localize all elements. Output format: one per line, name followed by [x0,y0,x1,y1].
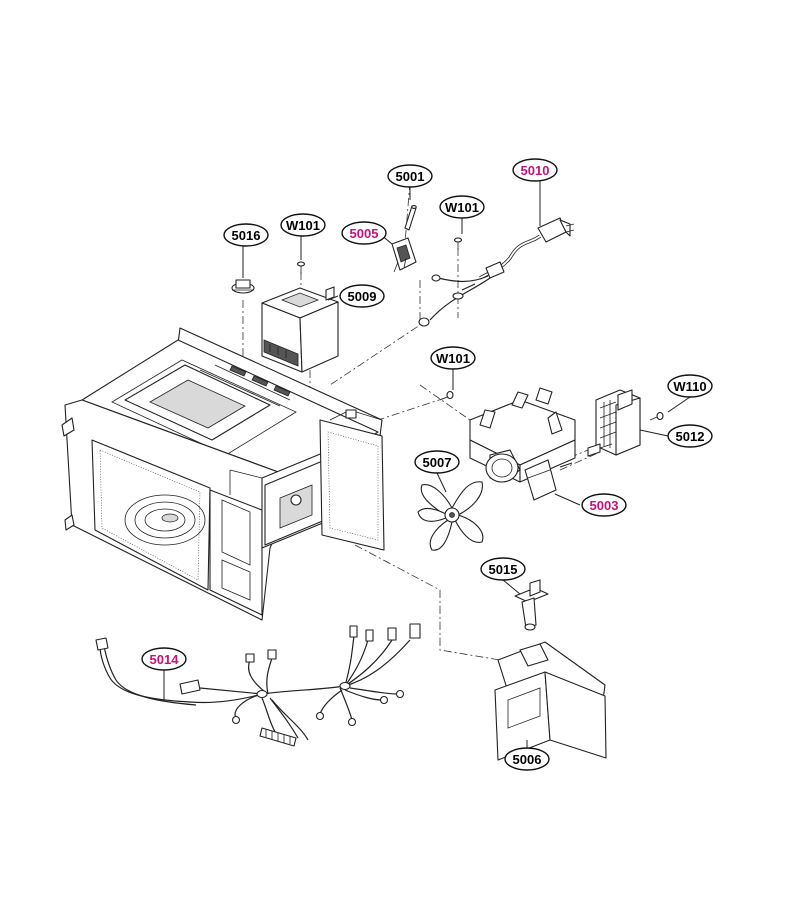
callout-5016: 5016 [223,223,269,247]
part-5010-power-cord [418,217,575,327]
callout-5003-text: 5003 [590,498,619,513]
screw-w101-b [453,237,463,250]
callout-5012: 5012 [667,424,713,448]
callout-w101-a: W101 [280,213,326,237]
part-5014-wire-harness [95,623,421,747]
screw-w101-a [296,261,306,274]
screw-w110 [649,411,664,421]
callout-w101-b: W101 [439,195,485,219]
callout-5010-text: 5010 [521,163,550,178]
callout-5012-text: 5012 [676,429,705,444]
callout-5001-text: 5001 [396,169,425,184]
callout-5003: 5003 [581,493,627,517]
callout-5014-text: 5014 [150,652,180,667]
callout-5010: 5010 [512,158,558,182]
callout-5015: 5015 [480,557,526,581]
part-5006-bracket [494,641,607,761]
callout-w110-text: W110 [673,379,706,394]
callout-5014: 5014 [141,647,187,671]
part-5005-fuse-holder [391,237,417,273]
callout-5006-text: 5006 [513,752,542,767]
callout-5001: 5001 [387,164,433,188]
oven-cavity-assembly [61,327,385,621]
screw-w101-c [439,390,454,401]
callout-5009-text: 5009 [348,289,377,304]
part-5007-fan-blade [417,481,484,551]
part-5001-fuse [404,205,417,231]
part-5016-thermostat [231,279,255,294]
callout-w101-c: W101 [430,346,476,370]
callout-5007: 5007 [414,450,460,474]
callout-5006: 5006 [504,747,550,771]
callout-5016-text: 5016 [232,228,261,243]
leader-lines [163,180,691,748]
callout-w101-b-text: W101 [445,200,479,215]
callout-w110: W110 [667,374,713,398]
callout-5009: 5009 [339,284,385,308]
callout-w101-a-text: W101 [286,218,320,233]
part-5012-magnetron [587,389,641,457]
callout-5007-text: 5007 [423,455,452,470]
callout-w101-c-text: W101 [436,351,470,366]
callout-5015-text: 5015 [489,562,518,577]
part-5003-fan-duct [469,387,576,501]
callout-5005-text: 5005 [350,226,379,241]
callout-5005: 5005 [341,221,387,245]
part-5009-transformer [261,286,339,373]
part-5015-lamp [514,579,549,631]
